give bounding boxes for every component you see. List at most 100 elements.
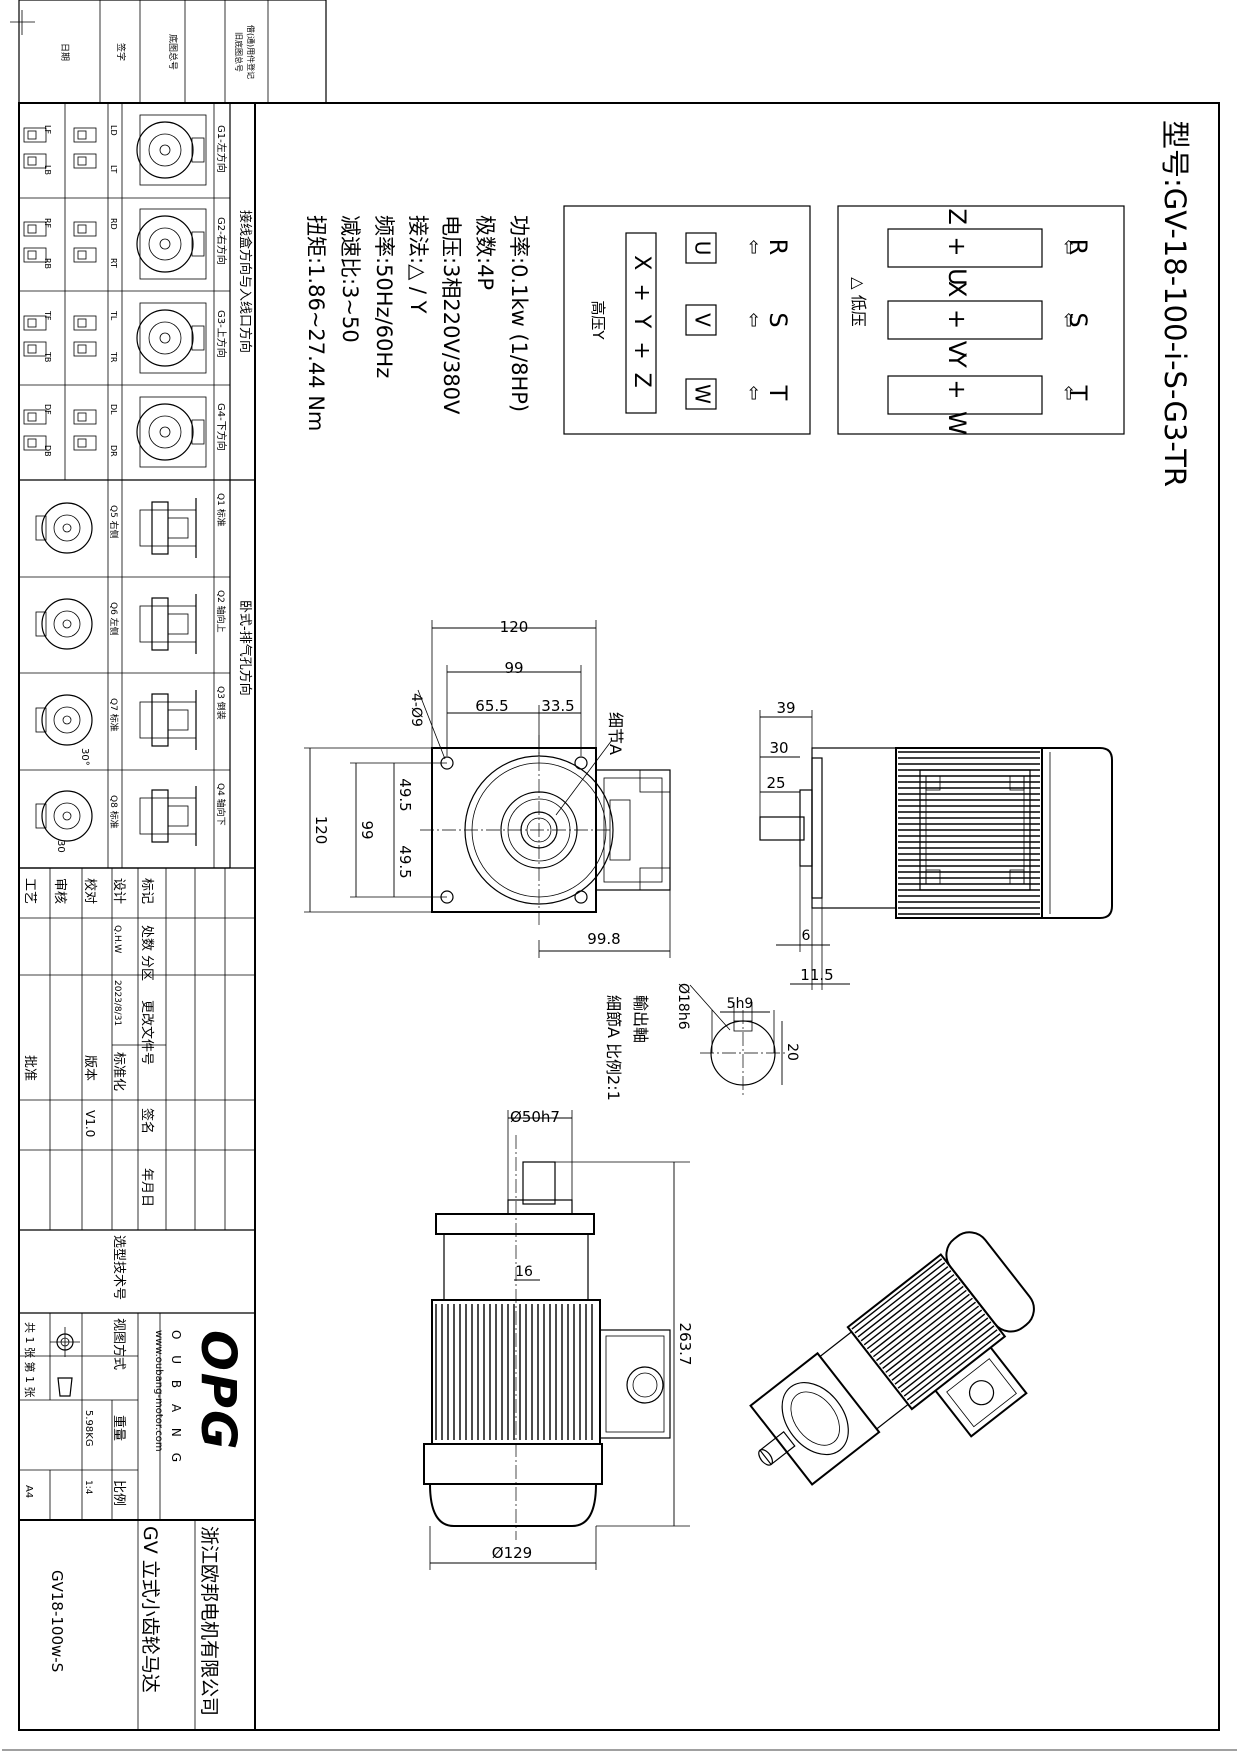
header-label: 分区 [139,955,154,981]
shaft-detail: 5h9 20 Ø18h6 輸出軸 細節A 比例2:1 [604,983,800,1101]
designer-name: Q.H.W [112,925,122,953]
chart-title: 接线盒方向与入线口方向 [237,210,253,353]
code-label: RF [43,218,52,229]
dim-label: 20 [784,1043,800,1061]
shaft-label: 細節A 比例2:1 [604,995,623,1101]
wiring-low-voltage: R S T ⇦ ⇦ ⇦ Z + U X + V Y + W △ 低压 [837,205,1125,437]
dim-label: 120 [312,816,330,845]
code-label: TR [109,351,118,363]
orientation-name: G2-右方向 [215,217,228,265]
corner-label: 签字 [115,43,127,61]
header-label: 处数 [139,925,154,951]
weight-value: 5.98KG [83,1410,94,1447]
dim-label: 99 [358,820,376,839]
code-label: LF [43,125,52,134]
star-box: X + Y + Z [629,255,654,390]
spec-connection: 接法:△ / Y [406,215,430,314]
projection-label: 视图方式 [111,1318,127,1370]
corner-label: 旧底图总号 [234,32,244,72]
header-label: 标记 [139,878,154,904]
spec-poles: 极数:4P [473,215,497,290]
angle-label: 30 [55,840,66,853]
version-value: V1.0 [83,1110,97,1137]
spec-power: 功率:0.1kw (1/8HP) [507,215,531,412]
code-label: RB [43,258,52,269]
vent-name: Q4 轴向下 [215,783,227,826]
lead-w: W [691,384,715,404]
shaft-label: 輸出軸 [631,995,650,1043]
role-label: 审核 [52,878,67,904]
product-name: GV 立式小齿轮马达 [139,1526,161,1693]
terminal-t: T [1064,385,1092,401]
orientation-name: G3-上方向 [215,310,228,358]
code-label: RD [109,218,118,230]
spec-ratio: 减速比:3~50 [338,215,362,343]
version-label: 版本 [82,1055,97,1081]
lead-v: V [691,313,715,327]
dim-label: 33.5 [541,697,574,715]
vent-alt: Q7 标准 [108,698,120,732]
header-label: 年月日 [139,1168,154,1207]
arrow-icon: ⇦ [1058,239,1079,254]
dim-label: Ø50h7 [510,1108,560,1126]
vent-alt: Q5 右侧 [108,505,120,539]
dim-label: 25 [766,774,785,792]
code-label: TB [43,351,52,362]
orientation-name: G4-下方向 [215,403,228,451]
delta-pair: Y + W [943,352,971,437]
code-label: LT [109,165,118,173]
detail-callout: 细节A [606,712,625,755]
wiring-caption: 高压Y [589,300,607,340]
header-label: 签名 [139,1108,155,1134]
title-block: 标记 处数 分区 更改文件号 标准化 签名 年月日 设计 校对 审核 工艺 批准… [19,867,255,1730]
orientation-chart: 接线盒方向与入线口方向 卧式-排气孔方向 G1-左方向 G2-右方向 G3-上方… [19,103,256,1730]
isometric-view [749,1231,1035,1486]
corner-label: 底图总号 [167,34,179,70]
spec-frequency: 频率:50Hz/60Hz [372,215,396,378]
selection-label: 选型技术号 [111,1235,126,1300]
brand-letters: O U B A N G [169,1330,183,1468]
dim-label: 49.5 [396,778,414,811]
lead-u: U [691,241,715,256]
dim-label: 4-Ø9 [408,693,424,727]
drawing-number: GV18-100w-S [48,1570,66,1672]
wiring-caption: △ 低压 [849,277,868,326]
terminal-s: S [1064,312,1092,327]
dim-label: 263.7 [676,1323,694,1366]
dim-label: 49.5 [396,845,414,878]
arrow-icon: ⇦ [743,239,764,254]
vent-alt: Q8 标准 [108,795,120,829]
delta-pair: Z + U [943,208,971,287]
spec-torque: 扭矩:1.86~27.44 Nm [304,215,328,431]
spec-list: 功率:0.1kw (1/8HP) 极数:4P 电压:3相220V/380V 接法… [304,215,531,431]
dim-label: 16 [515,1264,533,1280]
corner-label: 借(通)用件登记 [246,25,256,79]
header-label: 更改文件号 [139,1000,154,1065]
arrow-icon: ⇦ [743,385,764,400]
dim-label: 99 [504,659,523,677]
scale-value: 1:4 [83,1480,93,1495]
dim-label: Ø129 [492,1544,532,1562]
vent-name: Q1 标准 [215,493,227,527]
role-label: 校对 [82,878,98,904]
vent-alt: Q6 左侧 [108,602,120,636]
side-view: 39 30 25 6 11.5 [759,699,1113,990]
dim-label: 30 [769,739,788,757]
weight-label: 重量 [111,1415,127,1441]
top-view: Ø50h7 16 263.7 Ø129 [423,1108,694,1570]
paper-size: A4 [23,1485,34,1498]
front-view: 120 99 65.5 33.5 4-Ø9 120 99 49.5 49.5 9… [304,618,671,958]
arrow-icon: ⇦ [1058,312,1079,327]
dim-label: 65.5 [475,697,508,715]
model-number: 型号:GV-18-100-i-S-G3-TR [1158,120,1192,487]
vent-name: Q2 轴向上 [215,590,227,633]
code-label: RT [109,258,118,268]
code-label: LD [109,125,118,136]
dim-label: 120 [500,618,529,636]
arrow-icon: ⇦ [1058,385,1079,400]
design-date: 2023/8/31 [112,980,122,1026]
dim-label: 6 [802,928,811,944]
angle-label: 30° [79,748,90,766]
code-label: DF [43,404,52,415]
